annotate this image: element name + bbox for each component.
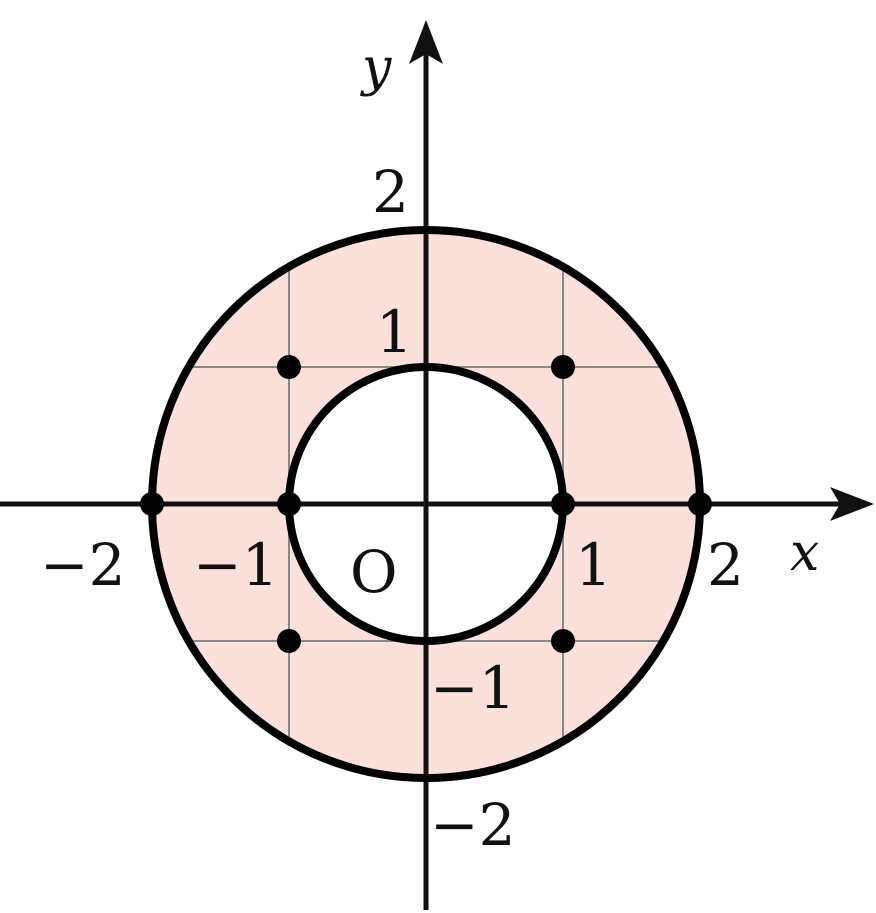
point (551, 355, 575, 379)
y-tick-label: −2 (430, 791, 516, 859)
points (140, 355, 712, 653)
point (551, 629, 575, 653)
x-tick-label: 1 (575, 531, 612, 599)
point (277, 492, 301, 516)
point (140, 492, 164, 516)
point (551, 492, 575, 516)
point (277, 355, 301, 379)
point (688, 492, 712, 516)
y-axis-arrowhead (409, 20, 443, 64)
x-tick-label: 2 (707, 531, 744, 599)
x-axis-label: x (790, 523, 819, 583)
y-tick-label: −1 (430, 654, 516, 722)
x-tick-labels: −2 −1 1 2 (40, 531, 744, 599)
y-tick-label: 1 (376, 298, 413, 366)
point (277, 629, 301, 653)
x-axis-arrowhead (830, 487, 874, 521)
y-axis-label: y (360, 38, 392, 98)
y-tick-label: 2 (372, 158, 409, 226)
y-tick-labels: 2 1 −1 −2 (372, 158, 516, 859)
x-tick-label: −1 (193, 531, 279, 599)
origin-label: O (350, 538, 398, 606)
x-tick-label: −2 (40, 531, 126, 599)
